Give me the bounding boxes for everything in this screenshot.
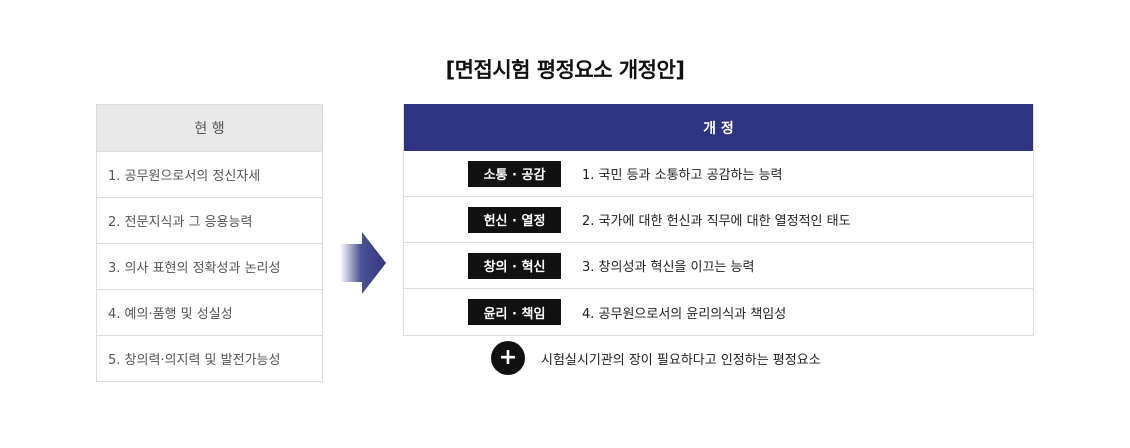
- current-item-1: 1. 공무원으로서의 정신자세: [97, 152, 322, 198]
- current-item-2: 2. 전문지식과 그 응용능력: [97, 198, 322, 244]
- revised-row-4: 윤리 · 책임 4. 공무원으로서의 윤리의식과 책임성: [404, 289, 1033, 335]
- addition-text: 시험실시기관의 장이 필요하다고 인정하는 평정요소: [541, 353, 821, 368]
- current-item-3: 3. 의사 표현의 정확성과 논리성: [97, 244, 322, 290]
- revised-text: 3. 창의성과 혁신을 이끄는 능력: [582, 260, 755, 275]
- arrow-right-icon: [340, 232, 386, 294]
- plus-icon: +: [491, 341, 525, 375]
- revised-text: 2. 국가에 대한 헌신과 직무에 대한 열정적인 태도: [582, 214, 851, 229]
- revised-badge: 소통 · 공감: [468, 160, 561, 187]
- revised-badge: 윤리 · 책임: [468, 299, 561, 325]
- current-table: 현 행 1. 공무원으로서의 정신자세 2. 전문지식과 그 응용능력 3. 의…: [96, 104, 323, 382]
- current-item-5: 5. 창의력·의지력 및 발전가능성: [97, 336, 322, 382]
- current-item-4: 4. 예의·품행 및 성실성: [97, 290, 322, 336]
- revised-text: 4. 공무원으로서의 윤리의식과 책임성: [582, 306, 787, 322]
- revised-text: 1. 국민 등과 소통하고 공감하는 능력: [582, 168, 783, 183]
- page-title: [면접시험 평정요소 개정안]: [445, 58, 685, 82]
- revised-row-3: 창의 · 혁신 3. 창의성과 혁신을 이끄는 능력: [404, 243, 1033, 289]
- revised-header: 개 정: [404, 104, 1033, 151]
- revised-table: 개 정 소통 · 공감 1. 국민 등과 소통하고 공감하는 능력 헌신 · 열…: [403, 104, 1034, 336]
- revised-row-2: 헌신 · 열정 2. 국가에 대한 헌신과 직무에 대한 열정적인 태도: [404, 197, 1033, 243]
- revised-badge: 창의 · 혁신: [468, 252, 561, 279]
- revised-badge: 헌신 · 열정: [468, 206, 561, 233]
- current-header: 현 행: [97, 105, 322, 152]
- revised-row-1: 소통 · 공감 1. 국민 등과 소통하고 공감하는 능력: [404, 151, 1033, 197]
